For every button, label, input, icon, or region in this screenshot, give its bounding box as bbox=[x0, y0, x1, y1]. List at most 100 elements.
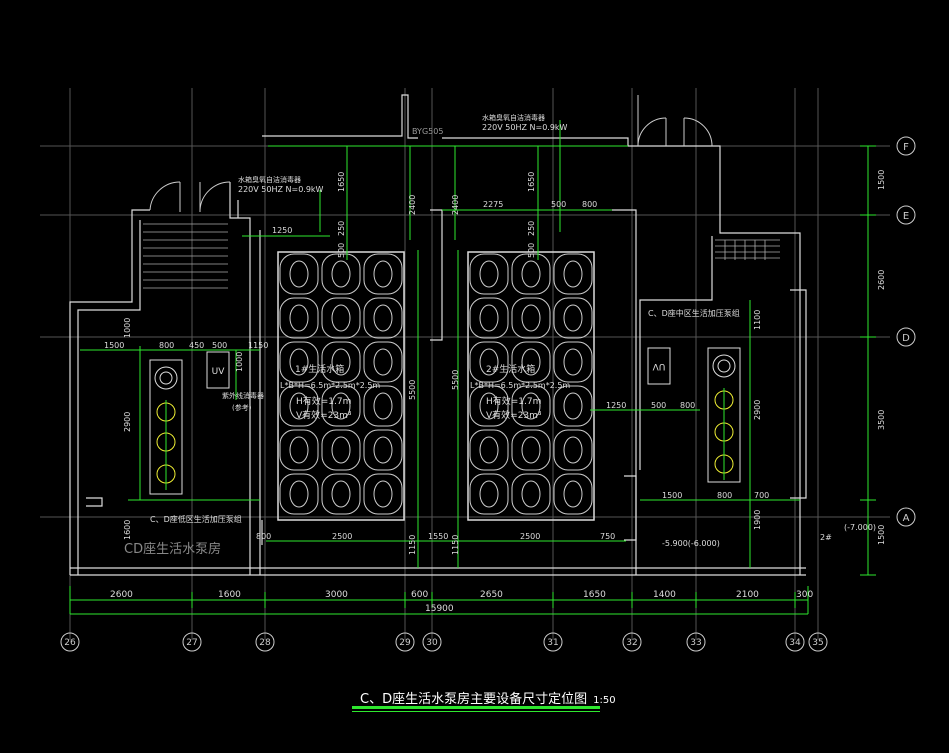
room-name: CD座生活水泵房 bbox=[124, 541, 221, 557]
tank-cell bbox=[279, 385, 319, 427]
svg-text:500: 500 bbox=[551, 200, 566, 209]
tank-cell-bulge bbox=[373, 304, 393, 332]
stairs-left bbox=[143, 223, 228, 289]
tank-cell-bulge bbox=[563, 260, 583, 288]
axis-labels-right: F E D A bbox=[902, 142, 910, 524]
tank-cell bbox=[511, 385, 551, 427]
tank-cell bbox=[363, 297, 403, 339]
tank-cell-bulge bbox=[521, 304, 541, 332]
svg-text:E: E bbox=[903, 211, 909, 222]
tank-cell bbox=[511, 253, 551, 295]
tank-cell-bulge bbox=[479, 436, 499, 464]
svg-text:A: A bbox=[903, 513, 910, 524]
tank-cell-bulge bbox=[563, 436, 583, 464]
svg-text:1650: 1650 bbox=[527, 172, 536, 192]
uv-right-label: UV bbox=[652, 361, 666, 371]
tank-cell bbox=[279, 297, 319, 339]
dim-2600: 2600 bbox=[110, 590, 133, 600]
tank-cell bbox=[321, 297, 361, 339]
dim-2100: 2100 bbox=[736, 590, 759, 600]
svg-text:V有效=23m³: V有效=23m³ bbox=[296, 409, 352, 421]
pump-set-right bbox=[707, 347, 741, 483]
svg-text:1150: 1150 bbox=[248, 341, 268, 350]
tank-cell bbox=[321, 473, 361, 515]
tank-cell-bulge bbox=[289, 480, 309, 508]
tank-cell bbox=[363, 429, 403, 471]
tank-cell bbox=[363, 385, 403, 427]
tank-cell bbox=[321, 253, 361, 295]
tank-cell-bulge bbox=[289, 304, 309, 332]
svg-text:1650: 1650 bbox=[337, 172, 346, 192]
tank-cell bbox=[321, 429, 361, 471]
tank-cell bbox=[553, 341, 593, 383]
tank-cell-bulge bbox=[563, 348, 583, 376]
dimension-lines bbox=[69, 120, 876, 615]
svg-text:1900: 1900 bbox=[753, 510, 762, 530]
svg-text:1100: 1100 bbox=[753, 310, 762, 330]
doors bbox=[149, 95, 713, 212]
tank-cell bbox=[279, 473, 319, 515]
tank-cell bbox=[511, 341, 551, 383]
dim-1600: 1600 bbox=[218, 590, 241, 600]
tank-cell-bulge bbox=[289, 392, 309, 420]
tank-cell bbox=[469, 297, 509, 339]
tank-cell bbox=[469, 385, 509, 427]
svg-text:(参考): (参考) bbox=[232, 403, 252, 412]
tank-cell bbox=[279, 341, 319, 383]
svg-text:H有效=1.7m: H有效=1.7m bbox=[296, 395, 351, 407]
stairs-right bbox=[715, 239, 780, 260]
tank-cell bbox=[279, 253, 319, 295]
svg-text:H有效=1.7m: H有效=1.7m bbox=[486, 395, 541, 407]
tank-cell-bulge bbox=[331, 392, 351, 420]
dim-300: 300 bbox=[796, 590, 813, 600]
svg-text:31: 31 bbox=[547, 638, 558, 648]
tank-cell-bulge bbox=[521, 348, 541, 376]
svg-text:1250: 1250 bbox=[606, 401, 626, 410]
tank-cell-bulge bbox=[289, 260, 309, 288]
tank-cell-bulge bbox=[373, 348, 393, 376]
title-text: C、D座生活水泵房主要设备尺寸定位图 bbox=[360, 692, 588, 707]
axis-labels-bottom: 26 27 28 29 30 31 32 33 34 35 bbox=[64, 638, 823, 648]
svg-text:V有效=23m³: V有效=23m³ bbox=[486, 409, 542, 421]
tank-cell bbox=[363, 253, 403, 295]
tank-cell bbox=[363, 473, 403, 515]
tank-cell-bulge bbox=[479, 260, 499, 288]
annotations: 水箱臭氧自洁消毒器 220V 50HZ N=0.9kW 水箱臭氧自洁消毒器 22… bbox=[150, 113, 876, 548]
svg-text:5500: 5500 bbox=[451, 370, 460, 390]
svg-text:2#: 2# bbox=[820, 533, 832, 542]
tank-cell-bulge bbox=[521, 436, 541, 464]
uv-unit-left bbox=[206, 351, 230, 389]
tank-cell-bulge bbox=[521, 480, 541, 508]
title-underline-thin bbox=[352, 711, 600, 712]
svg-text:-5.900(-6.000): -5.900(-6.000) bbox=[662, 539, 720, 548]
svg-text:34: 34 bbox=[789, 638, 801, 648]
tank-cell-bulge bbox=[331, 480, 351, 508]
tank-cell bbox=[553, 297, 593, 339]
svg-text:1250: 1250 bbox=[272, 226, 292, 235]
svg-text:3500: 3500 bbox=[877, 410, 886, 430]
svg-text:1000: 1000 bbox=[235, 352, 244, 372]
water-tank-1 bbox=[277, 251, 405, 521]
svg-text:750: 750 bbox=[600, 532, 615, 541]
svg-text:27: 27 bbox=[186, 638, 197, 648]
svg-text:C、D座中区生活加压泵组: C、D座中区生活加压泵组 bbox=[648, 308, 740, 318]
svg-text:水箱臭氧自洁消毒器: 水箱臭氧自洁消毒器 bbox=[238, 175, 301, 184]
walls bbox=[69, 94, 807, 576]
tank-cell-bulge bbox=[479, 480, 499, 508]
svg-text:500: 500 bbox=[337, 243, 346, 258]
svg-text:2900: 2900 bbox=[753, 400, 762, 420]
dim-1400: 1400 bbox=[653, 590, 676, 600]
svg-text:(-7.000): (-7.000) bbox=[844, 523, 876, 532]
svg-text:L*B*H=6.5m*2.5m*2.5m: L*B*H=6.5m*2.5m*2.5m bbox=[280, 381, 380, 390]
tank-cell-bulge bbox=[331, 260, 351, 288]
svg-text:2400: 2400 bbox=[451, 195, 460, 215]
tank2-text: 2#生活水箱 L*B*H=6.5m*2.5m*2.5m H有效=1.7m V有效… bbox=[470, 363, 570, 421]
vertical-dim-labels: 1650 250 500 2400 2400 1650 250 500 1000… bbox=[123, 170, 886, 555]
svg-text:1550: 1550 bbox=[428, 532, 448, 541]
svg-text:28: 28 bbox=[259, 638, 271, 648]
svg-text:2900: 2900 bbox=[123, 412, 132, 432]
svg-text:32: 32 bbox=[626, 638, 637, 648]
svg-text:30: 30 bbox=[426, 638, 438, 648]
tank-cell-bulge bbox=[521, 392, 541, 420]
